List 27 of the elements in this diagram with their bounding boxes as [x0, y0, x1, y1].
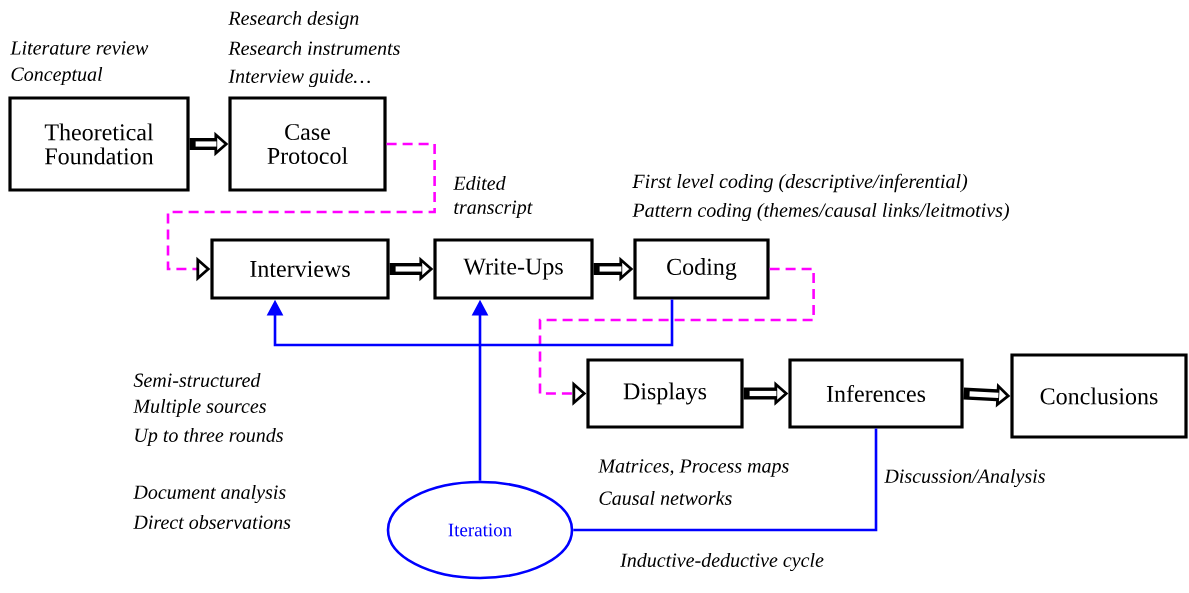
- note-text: Research design: [228, 10, 359, 30]
- note-text: Edited transcript: [453, 175, 533, 219]
- note-text: Interview guide…: [228, 68, 370, 88]
- process-box: Conclusions: [1010, 353, 1188, 439]
- process-box: Case Protocol: [228, 96, 387, 192]
- process-box: Displays: [586, 358, 744, 429]
- note-text: Matrices, Process maps: [598, 459, 789, 477]
- process-box: Write-Ups: [433, 238, 594, 300]
- arrow: [266, 299, 674, 347]
- note-text: First level coding (descriptive/inferential): [632, 173, 968, 193]
- process-box: Interviews: [210, 238, 390, 300]
- note-text: Conceptual: [11, 66, 103, 86]
- process-box: Theoretical Foundation: [8, 96, 190, 192]
- process-box: Coding: [633, 238, 770, 300]
- note-text: Discussion/Analysis: [884, 468, 1045, 488]
- note-text: Multiple sources: [133, 398, 266, 418]
- process-box: Inferences: [788, 358, 964, 429]
- note-text: Literature review: [10, 41, 149, 55]
- note-text: Up to three rounds: [135, 427, 283, 447]
- edge-label: Inductive-deductive cycle: [618, 550, 826, 574]
- connector: [573, 428, 878, 532]
- note-text: Causal networks: [599, 490, 732, 506]
- note-text: Research instruments: [228, 40, 400, 56]
- note-text: Pattern coding (themes/causal links/leitmotivs): [632, 202, 1009, 222]
- note-text: Semi-structured: [133, 372, 261, 388]
- note-text: Direct observations: [133, 514, 291, 530]
- note-text: Document analysis: [133, 484, 286, 504]
